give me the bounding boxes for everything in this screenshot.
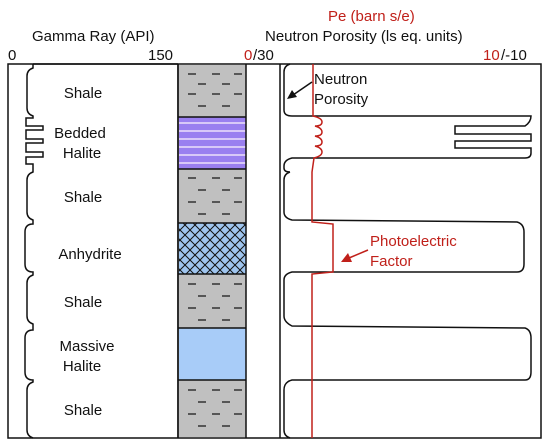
lith-label-anhydrite: Anhydrite	[58, 246, 121, 263]
lithology-labels: Shale Bedded Halite Shale Anhydrite Shal…	[54, 85, 122, 419]
bedded-halite-stripes	[179, 122, 246, 164]
lith-label-shale-2: Shale	[64, 189, 102, 206]
pe-arrow-shaft	[348, 249, 369, 259]
pe-scale-min: 0	[244, 47, 252, 64]
pe-curve	[311, 64, 334, 438]
pe-annotation-line2: Factor	[370, 253, 413, 270]
lith-label-halite-2: Halite	[63, 358, 101, 375]
np-annotation-line1: Neutron	[314, 71, 367, 88]
pe-arrow-icon	[341, 253, 352, 262]
lith-shale-block-3	[179, 274, 246, 328]
log-frame	[7, 63, 542, 439]
np-scale-max: /-10	[501, 47, 527, 64]
lith-label-massive: Massive	[59, 338, 114, 355]
lithology-column-borders	[177, 64, 247, 438]
pe-annotation-line1: Photoelectric	[370, 233, 457, 250]
np-scale-min: /30	[253, 47, 274, 64]
pe-scale-max: 10	[483, 47, 500, 64]
neutron-porosity-curve	[283, 63, 532, 439]
gamma-ray-axis-title: Gamma Ray (API)	[32, 28, 155, 45]
gr-scale-max: 150	[148, 47, 173, 64]
np-arrow-shaft	[292, 81, 313, 96]
lith-massive-halite-block	[179, 328, 246, 380]
lith-anhydrite-block	[179, 223, 246, 274]
neutron-porosity-axis-title: Neutron Porosity (ls eq. units)	[265, 28, 463, 45]
lith-bedded-halite-block	[179, 117, 246, 169]
lith-shale-block-1	[179, 65, 246, 117]
neutron-porosity-annotation: Neutron Porosity	[287, 71, 369, 108]
lith-shale-block-4	[179, 380, 246, 437]
lith-shale-block-2	[179, 169, 246, 223]
lith-label-shale-1: Shale	[64, 85, 102, 102]
lithology-column	[177, 64, 247, 438]
lith-label-halite-1: Halite	[63, 145, 101, 162]
np-annotation-line2: Porosity	[314, 91, 369, 108]
pe-annotation: Photoelectric Factor	[341, 233, 457, 270]
gr-scale-min: 0	[8, 47, 16, 64]
np-arrow-icon	[287, 90, 297, 99]
lith-label-shale-4: Shale	[64, 402, 102, 419]
shale-dash-pattern	[188, 73, 242, 427]
pe-axis-title: Pe (barn s/e)	[328, 8, 415, 25]
lith-label-bedded: Bedded	[54, 125, 106, 142]
lith-label-shale-3: Shale	[64, 294, 102, 311]
